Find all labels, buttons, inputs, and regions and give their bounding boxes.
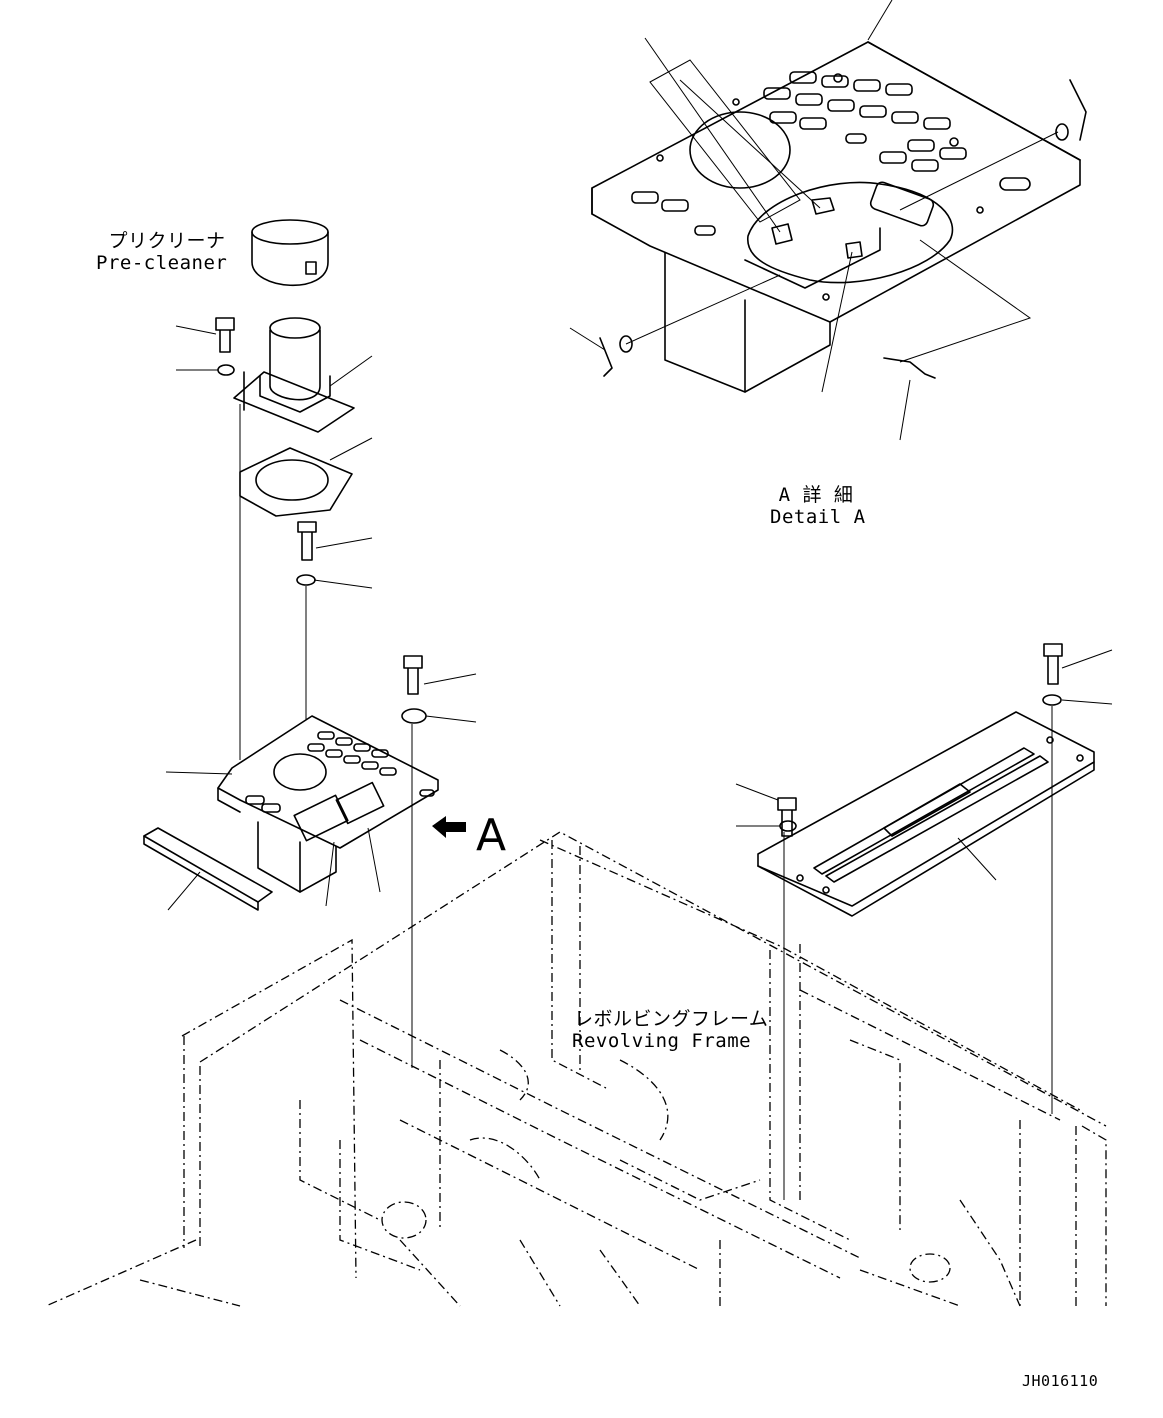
revolving-frame — [45, 831, 1107, 1307]
precleaner-label-en: Pre-cleaner — [96, 252, 228, 274]
view-arrow-label: A — [476, 810, 507, 861]
view-arrow-icon — [432, 816, 466, 838]
detail-title-jp: A 詳 細 — [778, 484, 854, 506]
right-plate — [735, 643, 1113, 1200]
drawing-code: JH016110 — [1022, 1372, 1099, 1390]
frame-label-en: Revolving Frame — [572, 1030, 752, 1052]
vent-slots — [631, 71, 1031, 236]
detail-title-en: Detail A — [770, 506, 866, 528]
detail-a-drawing — [569, 0, 1087, 441]
frame-label-jp: レボルビングフレーム — [574, 1008, 769, 1030]
precleaner-assembly — [175, 219, 373, 760]
precleaner-label-jp: プリクリーナ — [108, 230, 226, 252]
main-plate — [143, 655, 477, 1068]
